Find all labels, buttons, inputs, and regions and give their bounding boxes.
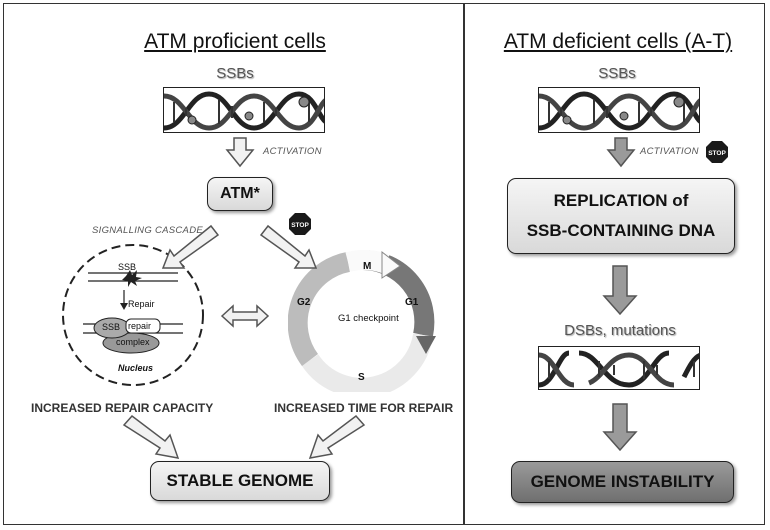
dna-helix-icon: [164, 91, 324, 131]
left-stop-sign-icon: STOP: [289, 213, 311, 235]
complex-label: complex: [116, 337, 150, 347]
stable-genome-box: STABLE GENOME: [150, 461, 330, 501]
nucleus-diagram: [62, 244, 204, 386]
replication-line2: SSB-CONTAINING DNA: [526, 221, 716, 240]
left-activation-arrow-icon: [225, 137, 255, 168]
figure-frame: [3, 3, 765, 525]
left-panel-title: ATM proficient cells: [144, 30, 326, 53]
atm-star-box: ATM*: [207, 177, 273, 211]
panel-divider: [463, 3, 465, 525]
g1-checkpoint-label: G1 checkpoint: [338, 313, 399, 324]
replication-box: REPLICATION of SSB-CONTAINING DNA: [507, 178, 735, 254]
right-panel-title: ATM deficient cells (A-T): [503, 30, 733, 53]
genome-instability-box: GENOME INSTABILITY: [511, 461, 734, 503]
right-dna-strip: [538, 87, 700, 133]
instability-down-arrow-icon: [602, 403, 638, 452]
right-activation-label: ACTIVATION: [640, 146, 699, 157]
right-activation-arrow-icon: [606, 137, 636, 168]
broken-dna-helix-icon: [539, 350, 699, 388]
replication-down-arrow-icon: [602, 265, 638, 316]
cycle-g1-label: G1: [405, 297, 419, 308]
broken-dna-strip: [538, 346, 700, 390]
repair-to-stable-arrow-icon: [122, 414, 180, 459]
signalling-arrow-left-icon: [161, 224, 220, 269]
left-ssbs-label: SSBs: [216, 65, 254, 82]
left-stop-text: STOP: [291, 222, 309, 229]
signalling-arrow-right-icon: [259, 224, 318, 269]
double-headed-arrow-icon: [220, 304, 270, 328]
right-ssbs-label: SSBs: [598, 65, 636, 82]
time-to-stable-arrow-icon: [308, 414, 366, 459]
increased-time-label: INCREASED TIME FOR REPAIR: [274, 401, 454, 415]
left-activation-label: ACTIVATION: [263, 146, 322, 157]
nucleus-repair-label: Repair: [128, 299, 155, 309]
dsbs-mutations-label: DSBs, mutations: [564, 322, 676, 339]
cycle-m-label: M: [363, 261, 372, 272]
increased-repair-label: INCREASED REPAIR CAPACITY: [31, 401, 214, 415]
complex-ssb-label: SSB: [102, 322, 121, 332]
replication-line1: REPLICATION of: [553, 191, 689, 210]
cycle-g2-label: G2: [297, 297, 311, 308]
nucleus-ssb-label: SSB: [118, 262, 137, 272]
complex-repair-label: repair: [128, 321, 152, 331]
cell-cycle-diagram: [288, 250, 436, 392]
left-dna-strip: [163, 87, 325, 133]
right-stop-sign-icon: STOP: [706, 141, 728, 163]
nucleus-label: Nucleus: [118, 363, 154, 373]
signalling-cascade-label: SIGNALLING CASCADE: [92, 225, 203, 236]
right-stop-text: STOP: [708, 150, 726, 157]
cycle-s-label: S: [358, 372, 365, 383]
dna-helix-icon: [539, 91, 699, 131]
